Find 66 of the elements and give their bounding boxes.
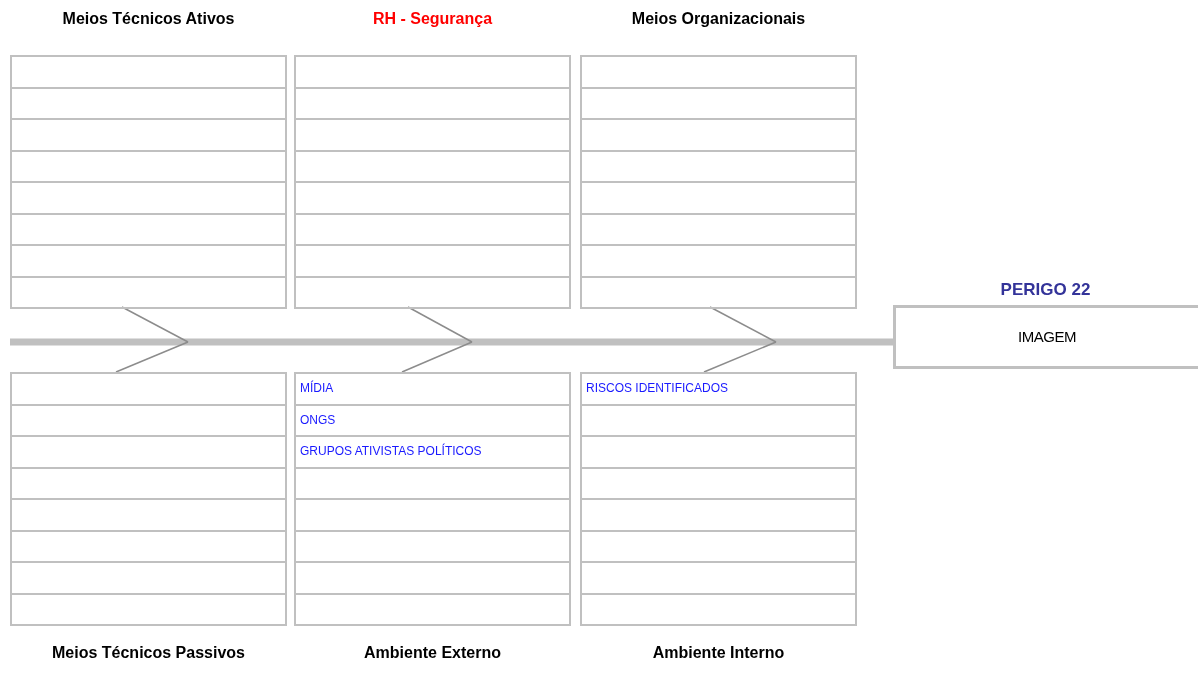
bone-line (115, 341, 189, 373)
category-heading: Meios Técnicos Ativos (61, 10, 236, 28)
table-row (580, 118, 857, 152)
table-row (10, 466, 287, 500)
bone-line (401, 341, 473, 373)
table-row (294, 212, 571, 246)
table-row (580, 372, 857, 406)
table-row (294, 435, 571, 469)
table-row (10, 529, 287, 563)
category-heading: Ambiente Externo (363, 644, 502, 662)
table-row (580, 181, 857, 215)
bone-line (703, 341, 777, 373)
table-row (294, 149, 571, 183)
cause-text: GRUPOS ATIVISTAS POLÍTICOS (300, 444, 482, 458)
bone-line (407, 306, 473, 343)
table-row (10, 149, 287, 183)
table-row (580, 55, 857, 89)
table-row (294, 55, 571, 89)
table-row (294, 118, 571, 152)
bone-line (709, 306, 777, 343)
table-row (10, 118, 287, 152)
table-row (10, 435, 287, 469)
table-row (580, 86, 857, 120)
table-row (10, 55, 287, 89)
table-row (10, 498, 287, 532)
table-row (10, 372, 287, 406)
table-row (10, 181, 287, 215)
effect-box: IMAGEM (893, 305, 1198, 369)
table-row (580, 466, 857, 500)
cause-text: MÍDIA (300, 381, 334, 395)
cause-text: ONGS (300, 412, 336, 427)
table-row (294, 466, 571, 500)
table-row (580, 561, 857, 595)
table-row (294, 86, 571, 120)
table-row (294, 244, 571, 278)
table-row (294, 372, 571, 406)
table-row (294, 498, 571, 532)
table-row (10, 244, 287, 278)
table-row (580, 244, 857, 278)
category-heading: Ambiente Interno (651, 644, 786, 662)
table-row (10, 86, 287, 120)
table-row (580, 529, 857, 563)
table-row (580, 149, 857, 183)
category-heading: Meios Técnicos Passivos (51, 644, 246, 662)
table-row (294, 275, 571, 309)
table-row (294, 181, 571, 215)
table-row (580, 592, 857, 626)
table-row (294, 403, 571, 437)
category-heading: RH - Segurança (371, 10, 494, 28)
cause-text: RISCOS IDENTIFICADOS (586, 381, 728, 395)
table-row (580, 403, 857, 437)
table-row (580, 435, 857, 469)
bone-line (121, 306, 189, 343)
effect-title: PERIGO 22 (999, 280, 1092, 300)
table-row (10, 275, 287, 309)
table-row (294, 529, 571, 563)
table-row (10, 212, 287, 246)
table-row (580, 498, 857, 532)
table-row (580, 275, 857, 309)
table-row (10, 592, 287, 626)
table-row (10, 403, 287, 437)
table-row (294, 592, 571, 626)
table-row (580, 212, 857, 246)
table-row (294, 561, 571, 595)
category-heading: Meios Organizacionais (630, 10, 807, 28)
table-row (10, 561, 287, 595)
